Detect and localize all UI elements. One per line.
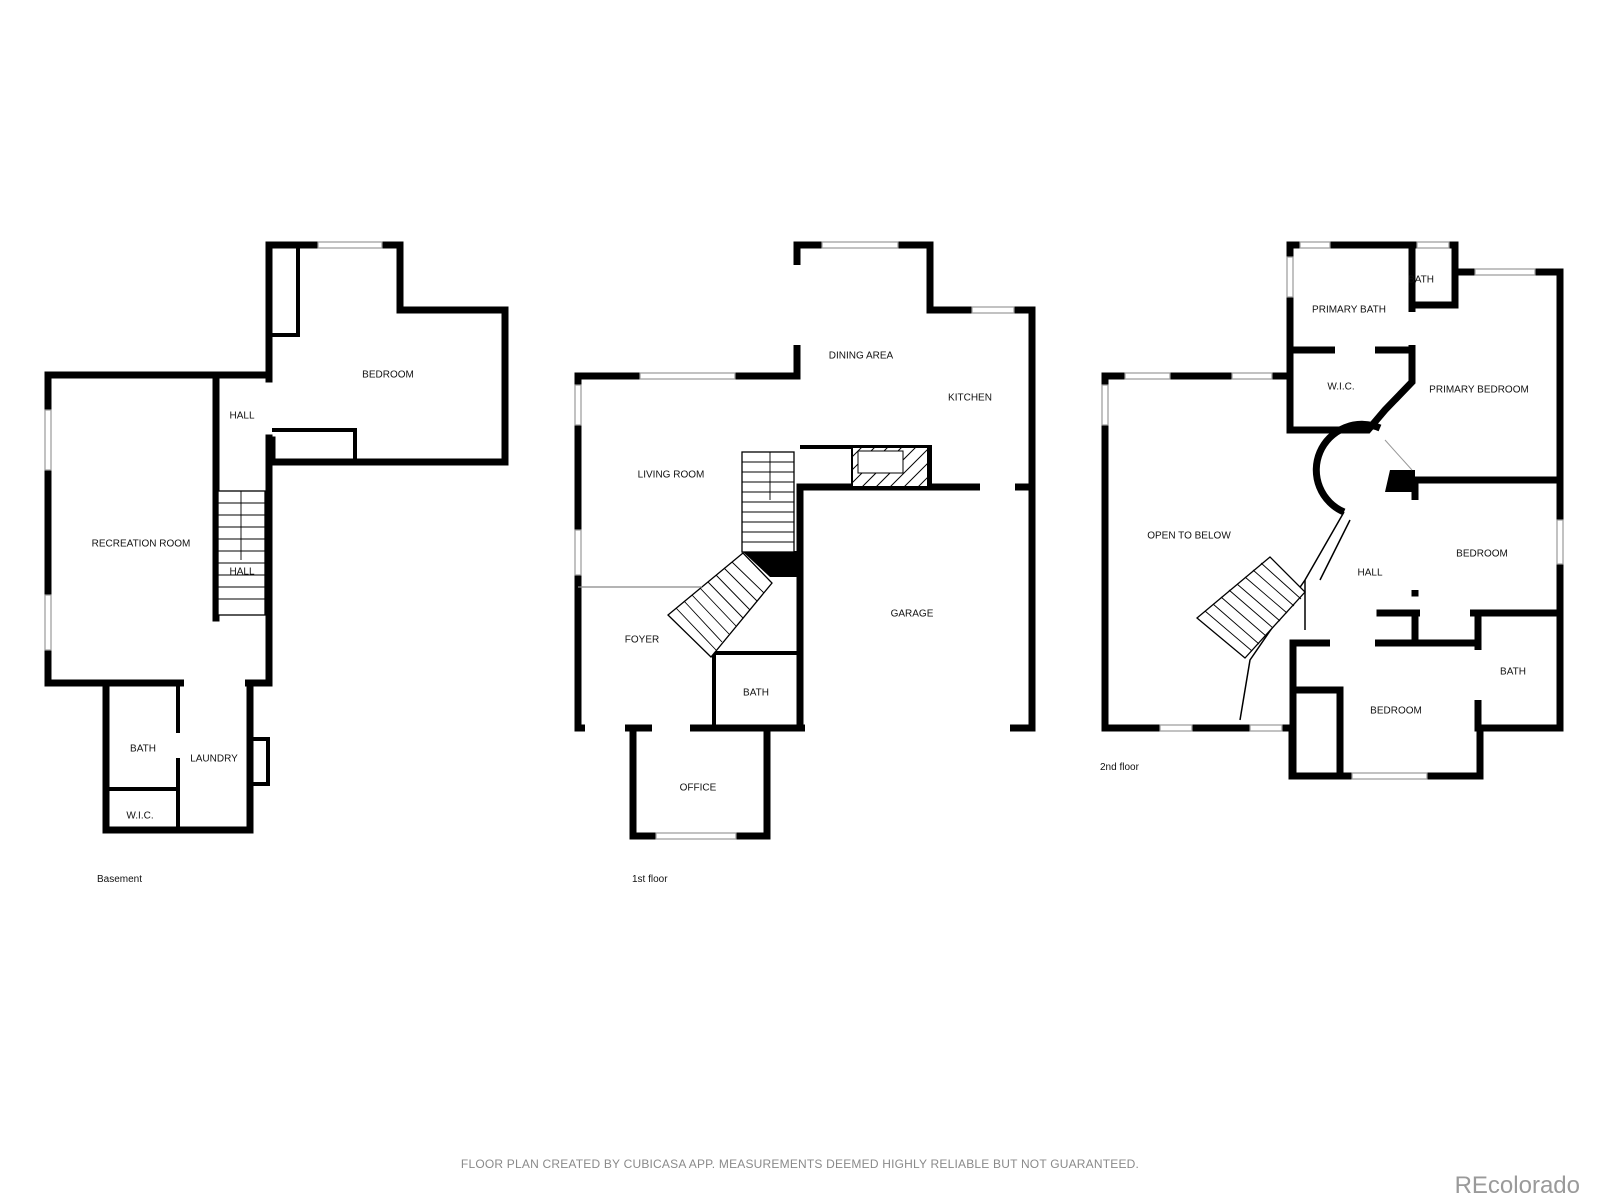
room-label: LAUNDRY: [190, 754, 238, 765]
basement-lower-inner: [106, 683, 270, 830]
first-window: [821, 241, 899, 249]
first-bath-walls: [712, 651, 800, 728]
stair-rail-2: [1304, 519, 1351, 630]
room-label: BEDROOM: [1370, 706, 1422, 717]
stair-landing: [742, 551, 800, 577]
room-label: PRIMARY BATH: [1312, 305, 1386, 316]
basement-stair: [217, 490, 266, 616]
room-label: GARAGE: [891, 609, 934, 620]
room-label: DINING AREA: [829, 351, 894, 362]
disclaimer-text: FLOOR PLAN CREATED BY CUBICASA APP. MEAS…: [460, 1157, 1140, 1171]
first-stair-lower: [667, 552, 773, 658]
basement-closet-wall: [270, 248, 300, 337]
brand-logo: REcolorado: [1454, 1172, 1580, 1199]
south-bedroom-wall: [1289, 639, 1482, 780]
fireplace-box: [857, 450, 904, 474]
room-label: HALL: [1357, 568, 1382, 579]
second-window: [1124, 372, 1171, 380]
first-floor-plan: DINING AREA KITCHEN LIVING ROOM GARAGE F…: [574, 241, 1036, 885]
second-window: [1474, 268, 1536, 276]
first-window: [971, 306, 1015, 314]
floor-label: Basement: [97, 874, 142, 885]
floor-label: 2nd floor: [1100, 762, 1140, 773]
basement-window: [44, 409, 52, 471]
basement-plan: BEDROOM HALL RECREATION ROOM HALL BATH L…: [44, 241, 509, 885]
bath-wall: [1408, 241, 1459, 309]
room-label: BEDROOM: [362, 370, 414, 381]
room-label: W.I.C.: [126, 811, 153, 822]
basement-window: [317, 241, 383, 249]
room-label: KITCHEN: [948, 393, 992, 404]
room-label: OPEN TO BELOW: [1147, 531, 1231, 542]
room-label: BATH: [743, 688, 769, 699]
second-floor-plan: BATH PRIMARY BATH W.I.C. PRIMARY BEDROOM…: [1100, 241, 1564, 780]
second-window: [1101, 384, 1109, 426]
landing-corner: [1385, 470, 1415, 492]
room-label: OFFICE: [680, 783, 717, 794]
second-window: [1249, 724, 1283, 732]
room-label: LIVING ROOM: [638, 470, 705, 481]
second-window: [1416, 241, 1450, 249]
second-window: [1231, 372, 1273, 380]
garage-wall: [796, 483, 1036, 732]
first-stair-lower-treads: [675, 561, 765, 651]
first-stair-treads: [742, 452, 794, 543]
room-label: BEDROOM: [1456, 549, 1508, 560]
fireplace-wall: [800, 445, 932, 487]
room-label: HALL: [229, 411, 254, 422]
door-swing: [1384, 439, 1413, 471]
first-window: [639, 372, 736, 380]
room-label: BATH: [1500, 667, 1526, 678]
second-window: [1286, 256, 1294, 298]
first-window: [655, 832, 737, 840]
second-window: [1351, 772, 1428, 780]
first-window: [574, 529, 582, 576]
room-label: RECREATION ROOM: [92, 539, 191, 550]
room-label: HALL: [229, 567, 254, 578]
second-stair: [1195, 556, 1306, 659]
basement-bedroom-walls: [265, 241, 509, 466]
curved-stair-wall: [1312, 420, 1382, 516]
room-label: PRIMARY BEDROOM: [1429, 385, 1529, 396]
second-window: [1556, 519, 1564, 565]
second-floor-outer-walls: [1101, 241, 1564, 780]
second-stair-treads: [1204, 562, 1302, 652]
basement-main-walls: [44, 371, 273, 687]
room-label: W.I.C.: [1327, 382, 1354, 393]
basement-window: [44, 594, 52, 651]
second-window: [1299, 241, 1331, 249]
room-label: BATH: [1408, 275, 1434, 286]
basement-closet-wall-2: [272, 428, 357, 460]
wic-wall: [1286, 346, 1416, 434]
primary-bedroom-wall: [1411, 476, 1564, 597]
second-window: [1159, 724, 1193, 732]
room-label: FOYER: [625, 635, 659, 646]
basement-stair-treads: [218, 491, 265, 600]
room-label: BATH: [130, 744, 156, 755]
first-window: [574, 384, 582, 426]
floor-label: 1st floor: [632, 874, 668, 885]
